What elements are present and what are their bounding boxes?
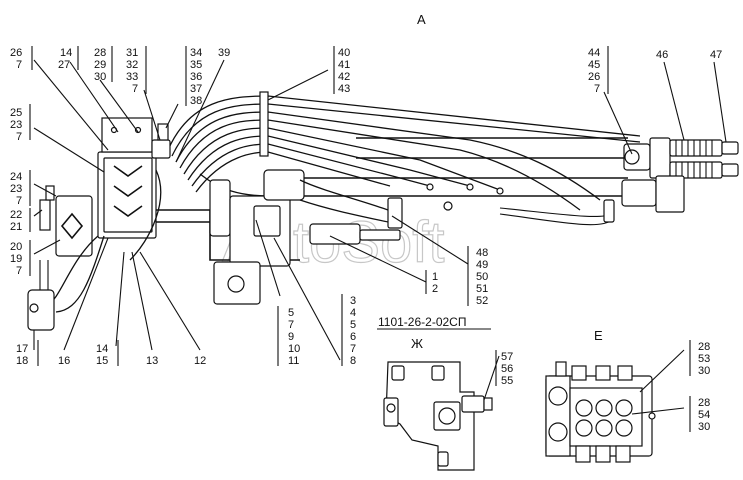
drawing-number: 1101-26-2-02СП: [378, 315, 466, 329]
detail-e-valve-block: [545, 361, 656, 463]
callout-22: 22: [10, 209, 22, 221]
view-label-zh: Ж: [411, 336, 423, 351]
callout-50: 50: [476, 271, 488, 283]
callout-49: 49: [476, 259, 488, 271]
callout-4: 4: [350, 307, 356, 319]
callout-38: 38: [190, 95, 202, 107]
callout-30c: 30: [698, 421, 710, 433]
callout-15: 15: [96, 355, 108, 367]
callout-46: 46: [656, 49, 668, 61]
callout-43: 43: [338, 83, 350, 95]
callout-52: 52: [476, 295, 488, 307]
callout-36: 36: [190, 71, 202, 83]
callout-23b: 23: [10, 183, 22, 195]
view-label-e: Е: [594, 328, 603, 343]
callout-7d: 7: [16, 131, 22, 143]
hydraulic-distributor: [27, 117, 171, 331]
callout-44: 44: [588, 47, 600, 59]
callout-27: 27: [58, 59, 70, 71]
callout-14b: 14: [96, 343, 108, 355]
hose-bundle: [167, 91, 641, 211]
detail-zh-bracket: [383, 361, 493, 471]
callout-56: 56: [501, 363, 513, 375]
callout-28: 28: [94, 47, 106, 59]
central-unit: [156, 169, 403, 305]
callout-7g: 7: [288, 319, 294, 331]
callout-41: 41: [338, 59, 350, 71]
callout-32: 32: [126, 59, 138, 71]
quick-couplings: [603, 137, 739, 223]
callout-55: 55: [501, 375, 513, 387]
callout-7h: 7: [350, 343, 356, 355]
callout-1: 1: [432, 271, 438, 283]
callout-29: 29: [94, 59, 106, 71]
callout-48: 48: [476, 247, 488, 259]
callout-47: 47: [710, 49, 722, 61]
callout-28c: 28: [698, 397, 710, 409]
callout-12: 12: [194, 355, 206, 367]
callout-42: 42: [338, 71, 350, 83]
callout-17: 17: [16, 343, 28, 355]
callout-30: 30: [94, 71, 106, 83]
callout-labels: 26 7 14 27 28 29 30 31 32 33 7 34 35 36 …: [10, 46, 722, 433]
callout-28b: 28: [698, 341, 710, 353]
callout-25: 25: [10, 107, 22, 119]
callout-16: 16: [58, 355, 70, 367]
callout-53: 53: [698, 353, 710, 365]
callout-2: 2: [432, 283, 438, 295]
callout-3: 3: [350, 295, 356, 307]
callout-13: 13: [146, 355, 158, 367]
hose-clamp: [259, 91, 269, 157]
callout-14: 14: [60, 47, 72, 59]
callout-5b: 5: [350, 319, 356, 331]
callout-45: 45: [588, 59, 600, 71]
callout-31: 31: [126, 47, 138, 59]
callout-24: 24: [10, 171, 22, 183]
callout-7: 7: [16, 59, 22, 71]
callout-51: 51: [476, 283, 488, 295]
callout-7e: 7: [16, 195, 22, 207]
callout-10: 10: [288, 343, 300, 355]
callout-7c: 7: [594, 83, 600, 95]
callout-40: 40: [338, 47, 350, 59]
callout-26: 26: [10, 47, 22, 59]
callout-19: 19: [10, 253, 22, 265]
cylinder-end: [27, 289, 55, 331]
callout-33: 33: [126, 71, 138, 83]
callout-9: 9: [288, 331, 294, 343]
callout-23: 23: [10, 119, 22, 131]
callout-20: 20: [10, 241, 22, 253]
callout-39: 39: [218, 47, 230, 59]
callout-34: 34: [190, 47, 202, 59]
callout-5: 5: [288, 307, 294, 319]
callout-57: 57: [501, 351, 513, 363]
callout-6: 6: [350, 331, 356, 343]
callout-18: 18: [16, 355, 28, 367]
callout-11: 11: [288, 355, 299, 367]
callout-21: 21: [10, 221, 22, 233]
callout-7b: 7: [132, 83, 138, 95]
callout-54: 54: [698, 409, 710, 421]
callout-8: 8: [350, 355, 356, 367]
callout-35: 35: [190, 59, 202, 71]
callout-7f: 7: [16, 265, 22, 277]
callout-26b: 26: [588, 71, 600, 83]
callout-37: 37: [190, 83, 202, 95]
callout-30b: 30: [698, 365, 710, 377]
view-label-main: А: [417, 12, 426, 27]
